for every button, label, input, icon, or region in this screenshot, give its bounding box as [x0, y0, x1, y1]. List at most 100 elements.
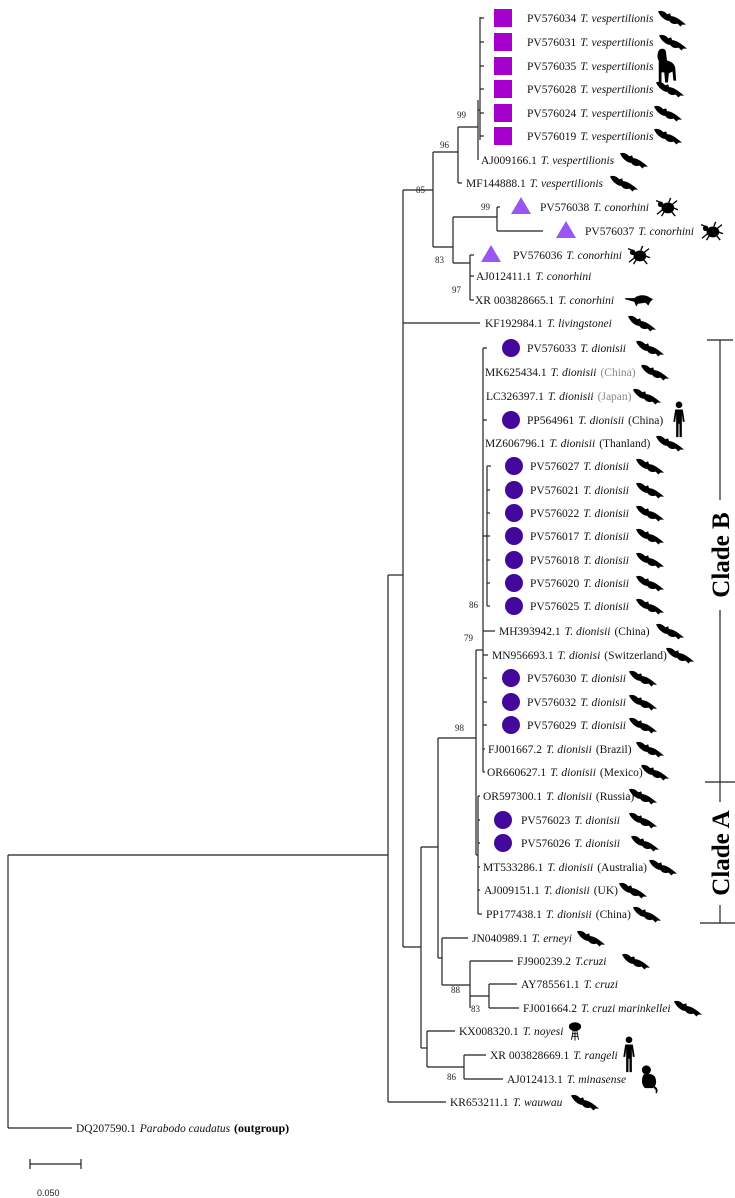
bat-icon	[628, 812, 658, 829]
country: (China)	[614, 626, 649, 638]
species: T. vespertilionis	[580, 13, 654, 25]
species: T. dionisii	[551, 367, 597, 379]
accession: MN956693.1	[492, 650, 554, 662]
bat-icon	[635, 598, 665, 615]
accession: AJ009166.1	[481, 155, 537, 167]
circle-marker	[505, 504, 523, 522]
bat-icon	[635, 340, 665, 357]
bat-icon	[576, 930, 606, 947]
accession: PV576028	[527, 84, 576, 96]
species: T. dionisii	[549, 438, 595, 450]
accession: PV576035	[527, 61, 576, 73]
circle-marker	[494, 834, 512, 852]
bootstrap-value: 86	[447, 1072, 457, 1082]
accession: PV576020	[530, 578, 579, 590]
country: (Australia)	[597, 862, 647, 874]
species: T. erneyi	[532, 933, 572, 945]
human-icon	[673, 401, 685, 438]
bat-icon	[657, 10, 687, 27]
species: T. dionisii	[583, 461, 629, 473]
bat-icon	[619, 152, 649, 169]
clade-b-bracket: Clade B	[705, 339, 735, 783]
species: T.cruzi	[575, 956, 606, 968]
leaf-label: XR 003828669.1 T. rangeli	[490, 1050, 618, 1062]
country: (UK)	[594, 885, 618, 897]
human-icon	[623, 1036, 635, 1073]
tick-icon	[655, 197, 679, 217]
fly-icon	[568, 1021, 582, 1041]
bat-icon	[655, 435, 685, 452]
circle-marker	[505, 481, 523, 499]
circle-marker	[502, 339, 520, 357]
leaf: KR653211.1 T. wauwau	[450, 1094, 600, 1111]
accession: PV576023	[521, 815, 570, 827]
accession: FJ001667.2	[488, 744, 542, 756]
bootstrap-value: 83	[435, 255, 445, 265]
bat-icon	[635, 741, 665, 758]
country: (China)	[596, 909, 631, 921]
species: T. dionisii	[550, 767, 596, 779]
species: T. rangeli	[573, 1050, 618, 1062]
bat-icon	[570, 1094, 600, 1111]
leaf-label: PV576027 T. dionisii	[530, 461, 629, 473]
bat-icon	[640, 764, 670, 781]
accession: PV576036	[513, 250, 562, 262]
triangle-marker	[556, 221, 576, 238]
accession: KF192984.1	[485, 318, 543, 330]
species: T. dionisii	[548, 391, 594, 403]
accession: MH393942.1	[499, 626, 561, 638]
accession: KR653211.1	[450, 1097, 509, 1109]
country: (Brazil)	[596, 744, 632, 756]
bat-icon	[655, 81, 685, 98]
square-marker	[494, 9, 512, 27]
square-marker	[494, 127, 512, 145]
country: (China)	[600, 367, 635, 379]
accession: PV576037	[585, 226, 634, 238]
species: T. vespertilionis	[580, 37, 654, 49]
accession: AJ012413.1	[507, 1074, 563, 1086]
accession: XR 003828669.1	[490, 1050, 569, 1062]
bat-icon	[632, 906, 662, 923]
square-marker	[494, 33, 512, 51]
accession: PV576027	[530, 461, 579, 473]
species: T. wauwau	[513, 1097, 563, 1109]
species: T. noyesi	[523, 1026, 564, 1038]
species: T. vespertilionis	[530, 178, 604, 190]
country: (Switzerland)	[604, 650, 667, 662]
species: T. vespertilionis	[580, 108, 654, 120]
